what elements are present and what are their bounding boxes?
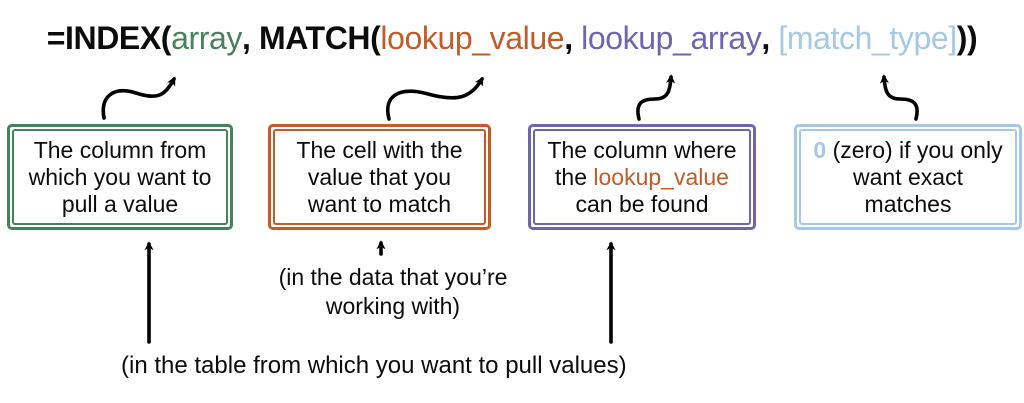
box-text-line: 0 (zero) if you only [813,137,1002,164]
box-text-segment: the [555,163,594,190]
box-text-line: want to match [308,191,451,218]
box-text-line: value that you [308,164,451,191]
formula-segment: [match_type] [778,20,957,56]
box-text-line: want exact [853,164,963,191]
box-text-segment: want exact [853,163,963,190]
box-text-line: The column where [547,137,736,164]
box-text-segment: can be found [575,190,709,217]
curved-arrow-lookup-value [386,76,484,121]
box-text-segment: 0 [813,136,827,163]
box-text-segment: lookup_value [593,163,729,190]
curved-arrow-match-type [879,74,919,121]
box-text-segment: The cell with the [296,136,463,163]
formula-segment: array [171,20,242,56]
box-text-line: The column from [34,137,207,164]
box-text-line: The cell with the [296,137,462,164]
box-text-segment: (zero) if you only [826,136,1003,163]
curved-arrow-array [101,76,176,120]
formula-segment: , [241,20,259,56]
box-text-segment: matches [864,190,952,217]
formula-segment: , [761,20,779,56]
formula-segment: lookup_value [380,20,565,56]
box-text-segment: The column where [547,136,737,163]
formula-segment: )) [956,20,978,56]
box-text-segment: want to match [307,190,452,217]
curved-arrow-lookup-array [636,74,676,121]
formula-text: =INDEX(array, MATCH(lookup_value, lookup… [0,20,1024,56]
formula-segment: , [564,20,582,56]
formula-segment: MATCH( [258,20,381,56]
box-text-line: can be found [575,191,708,218]
note-data-context: (in the data that you’re working with) [278,264,508,319]
box-text-line: the lookup_value [555,164,729,191]
box-text-line: pull a value [62,191,178,218]
box-text-line: which you want to [29,164,212,191]
note-table-context: (in the table from which you want to pul… [121,352,627,379]
box-text-segment: pull a value [61,190,179,217]
box-text-segment: The column from [33,136,207,163]
box-text-segment: which you want to [28,163,212,190]
box-text-segment: value that you [307,163,452,190]
formula-segment: =INDEX( [46,20,172,56]
formula-segment: lookup_array [581,20,762,56]
box-text-line: matches [865,191,952,218]
